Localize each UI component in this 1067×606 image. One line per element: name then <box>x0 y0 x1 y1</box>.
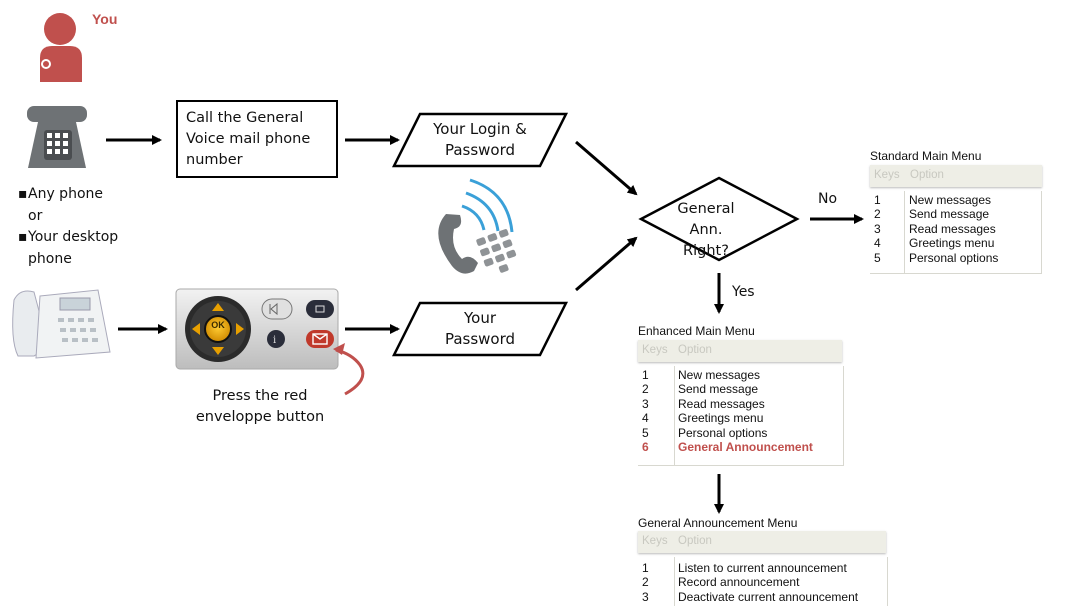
menu-row: 4 Greetings menu <box>638 411 843 425</box>
menu-key: 5 <box>642 425 649 440</box>
menu-row: 3 Read messages <box>638 397 843 411</box>
menu-option: Read messages <box>678 396 765 411</box>
arrow-password-to-decision <box>575 236 638 292</box>
standard-menu-header: Keys Option <box>870 165 1042 187</box>
your-line: Your <box>463 309 497 327</box>
menu-option: Listen to current announcement <box>678 561 847 575</box>
keys-header: Keys <box>874 169 900 181</box>
menu-key: 2 <box>874 207 881 222</box>
caption-line-2: enveloppe button <box>195 409 325 425</box>
menu-row: 1 New messages <box>638 368 843 382</box>
menu-option: New messages <box>909 193 992 207</box>
announcement-menu-title: General Announcement Menu <box>638 516 798 530</box>
menu-key: 2 <box>642 575 649 590</box>
desktop-phone-icon <box>12 289 111 359</box>
standard-menu-list: 1 New messages 2 Send message 3 Read messages… <box>870 191 1042 274</box>
menu-row: 3 Read messages <box>870 222 1041 236</box>
menu-option: Send message <box>909 207 990 222</box>
enhanced-menu-list: 1 New messages 2 Send message 3 Read messages… <box>638 366 844 466</box>
password-text: Your Password <box>418 308 542 350</box>
decision-line-1: General Ann. <box>677 201 735 238</box>
handset-icon <box>438 178 517 274</box>
menu-option: Record announcement <box>678 575 800 590</box>
ok-key-label: OK <box>211 320 225 330</box>
menu-row: 1 New messages <box>870 193 1041 207</box>
menu-option: New messages <box>678 368 761 382</box>
login-password-text: Your Login & Password <box>418 119 542 161</box>
menu-row: 2 Send message <box>870 207 1041 221</box>
menu-row: 4 Greetings menu <box>870 236 1041 250</box>
password-line: Password <box>444 141 516 159</box>
menu-key: 3 <box>874 221 881 236</box>
arrow-login-to-decision <box>575 140 638 196</box>
menu-key: 4 <box>874 236 881 251</box>
decision-text: General Ann. Right? <box>660 199 752 262</box>
menu-key: 6 <box>642 439 649 454</box>
bullet-your-desktop: Your desktop <box>28 229 119 245</box>
password-parallelogram <box>391 301 569 357</box>
menu-row: 2 Record announcement <box>638 575 887 589</box>
enhanced-menu-title: Enhanced Main Menu <box>638 324 755 338</box>
svg-text:i: i <box>273 335 276 346</box>
menu-row: 1 Listen to current announcement <box>638 561 887 575</box>
keys-header: Keys <box>642 535 668 547</box>
option-header: Option <box>910 169 944 181</box>
menu-key: 4 <box>642 411 649 426</box>
bullet-any-phone: Any phone <box>28 186 103 202</box>
password-word: Password <box>444 330 516 348</box>
menu-option: Personal options <box>909 250 999 265</box>
menu-key: 3 <box>642 589 649 604</box>
no-label: No <box>818 191 838 207</box>
bullet-phone: phone <box>28 250 72 267</box>
menu-key: 1 <box>874 193 881 207</box>
menu-option: Greetings menu <box>909 236 995 251</box>
red-pointer-arrow <box>335 348 365 396</box>
announcement-menu-list: 1 Listen to current announcement 2 Record a… <box>638 557 888 606</box>
menu-key: 2 <box>642 382 649 397</box>
caption-line-1: Press the red <box>212 388 308 404</box>
user-icon <box>40 13 82 82</box>
menu-key: 3 <box>642 396 649 411</box>
menu-key: 1 <box>642 561 649 575</box>
decision-line-2: Right? <box>683 243 729 259</box>
menu-key: 1 <box>642 368 649 382</box>
desk-phone-icon <box>27 106 87 168</box>
menu-key: 5 <box>874 250 881 265</box>
menu-option: Deactivate current announcement <box>678 589 859 604</box>
red-button-caption: Press the red enveloppe button <box>170 386 350 428</box>
menu-row: 5 Personal options <box>638 426 843 440</box>
option-header: Option <box>678 535 712 547</box>
enhanced-menu-header: Keys Option <box>638 340 842 362</box>
announcement-menu-header: Keys Option <box>638 531 886 553</box>
call-voicemail-box: Call the General Voice mail phone number <box>176 100 338 178</box>
option-header: Option <box>678 344 712 356</box>
menu-row: 3 Deactivate current announcement <box>638 590 887 604</box>
menu-row: 6 General Announcement <box>638 440 843 454</box>
standard-menu-title: Standard Main Menu <box>870 149 982 163</box>
login-line: Your Login & <box>433 120 527 138</box>
yes-label: Yes <box>732 284 755 300</box>
you-label: You <box>92 11 118 27</box>
menu-option: Send message <box>678 382 759 397</box>
keypad-panel-image: i <box>175 288 339 370</box>
keys-header: Keys <box>642 344 668 356</box>
menu-row: 5 Personal options <box>870 251 1041 265</box>
menu-option: Personal options <box>678 425 768 440</box>
menu-option: Greetings menu <box>678 411 764 426</box>
menu-option: Read messages <box>909 221 996 236</box>
menu-row: 2 Send message <box>638 382 843 396</box>
decision-diamond <box>638 176 800 262</box>
login-password-parallelogram <box>391 112 569 168</box>
bullet-or: or <box>28 207 43 224</box>
phone-bullet-list: ▪Any phone or ▪Your desktop phone <box>18 184 118 270</box>
menu-option: General Announcement <box>678 439 813 454</box>
